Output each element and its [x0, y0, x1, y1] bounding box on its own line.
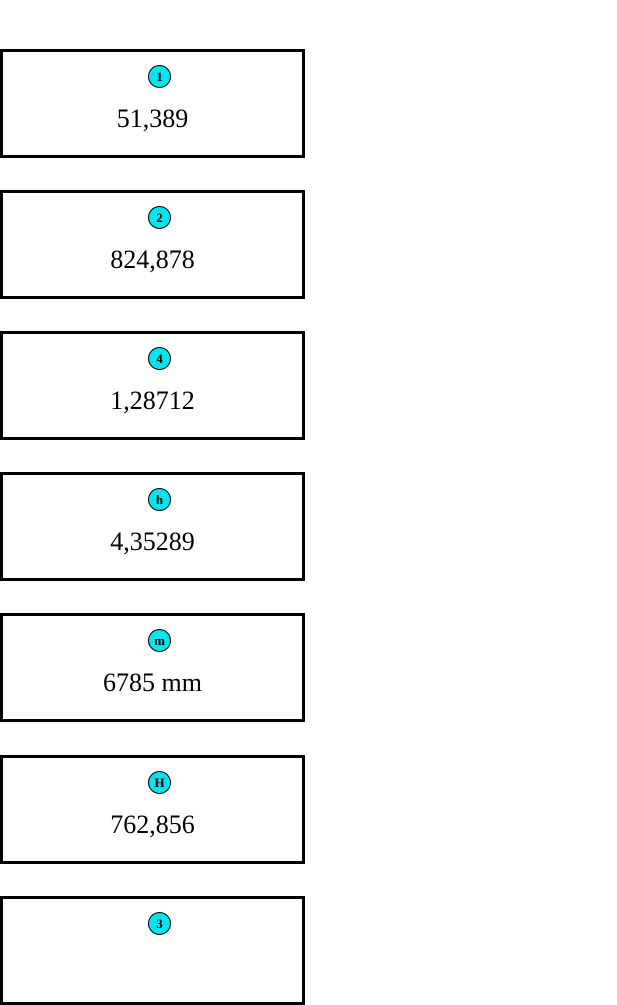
value-box-m: m 6785 mm: [0, 613, 305, 722]
label-badge: 3: [148, 912, 171, 935]
value-box-4: 4 1,28712: [0, 331, 305, 440]
label-badge: 4: [148, 347, 171, 370]
value-box-1: 1 51,389: [0, 49, 305, 158]
label-badge: h: [148, 488, 171, 511]
box-value: 824,878: [110, 245, 195, 274]
label-badge: H: [148, 771, 171, 794]
value-box-2: 2 824,878: [0, 190, 305, 299]
box-value: 6785 mm: [103, 668, 202, 697]
box-value: 1,28712: [110, 386, 195, 415]
box-value: 762,856: [110, 810, 195, 839]
box-value: 51,389: [116, 104, 189, 133]
value-box-h: h 4,35289: [0, 472, 305, 581]
label-badge: 1: [148, 65, 171, 88]
label-badge: m: [148, 629, 171, 652]
value-box-H: H 762,856: [0, 755, 305, 864]
value-box-3: 3: [0, 896, 305, 1005]
label-badge: 2: [148, 206, 171, 229]
box-value: 4,35289: [110, 527, 195, 556]
